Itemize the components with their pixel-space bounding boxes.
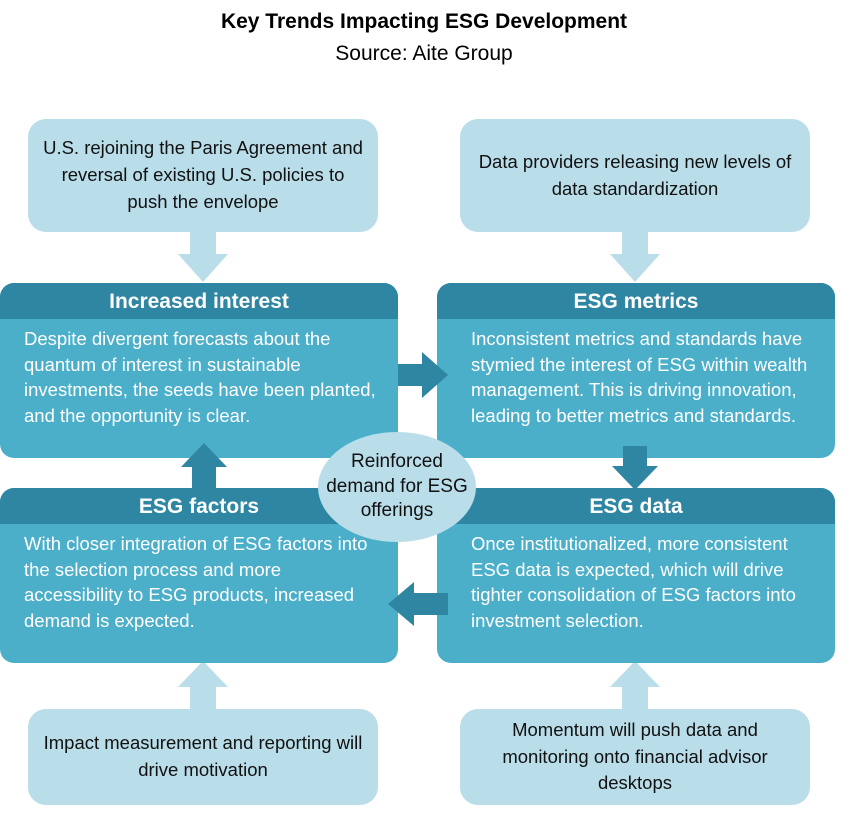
driver-box-bottom-left: Impact measurement and reporting will dr… [28, 709, 378, 805]
card-esg-data-body: Once institutionalized, more consistent … [471, 533, 796, 632]
center-ellipse: Reinforced demand for ESG offerings [318, 432, 476, 542]
cycle-arrow-up [181, 443, 227, 489]
card-increased-interest: Increased interest Despite divergent for… [0, 283, 398, 458]
driver-arrow-top-right [610, 232, 660, 282]
diagram-title: Key Trends Impacting ESG Development [220, 10, 628, 33]
diagram-subtitle: Source: Aite Group [335, 42, 513, 65]
card-esg-data: ESG data Once institutionalized, more co… [437, 488, 835, 663]
cycle-arrow-right [398, 352, 448, 398]
cycle-arrow-left [388, 582, 448, 626]
card-esg-metrics-title: ESG metrics [437, 283, 835, 319]
driver-box-bottom-right: Momentum will push data and monitoring o… [460, 709, 810, 805]
cycle-arrow-down [612, 446, 658, 490]
driver-arrow-bottom-left [178, 661, 228, 709]
driver-box-top-right: Data providers releasing new levels of d… [460, 119, 810, 232]
driver-box-top-left: U.S. rejoining the Paris Agreement and r… [28, 119, 378, 232]
card-esg-metrics: ESG metrics Inconsistent metrics and sta… [437, 283, 835, 458]
card-increased-interest-body: Despite divergent forecasts about the qu… [24, 328, 376, 427]
center-label: Reinforced demand for ESG offerings [326, 450, 468, 522]
card-increased-interest-title: Increased interest [0, 283, 398, 319]
driver-arrow-top-left [178, 232, 228, 282]
card-esg-data-title: ESG data [437, 488, 835, 524]
card-esg-factors-body: With closer integration of ESG factors i… [24, 533, 368, 632]
card-esg-metrics-body: Inconsistent metrics and standards have … [471, 328, 808, 427]
driver-arrow-bottom-right [610, 661, 660, 709]
